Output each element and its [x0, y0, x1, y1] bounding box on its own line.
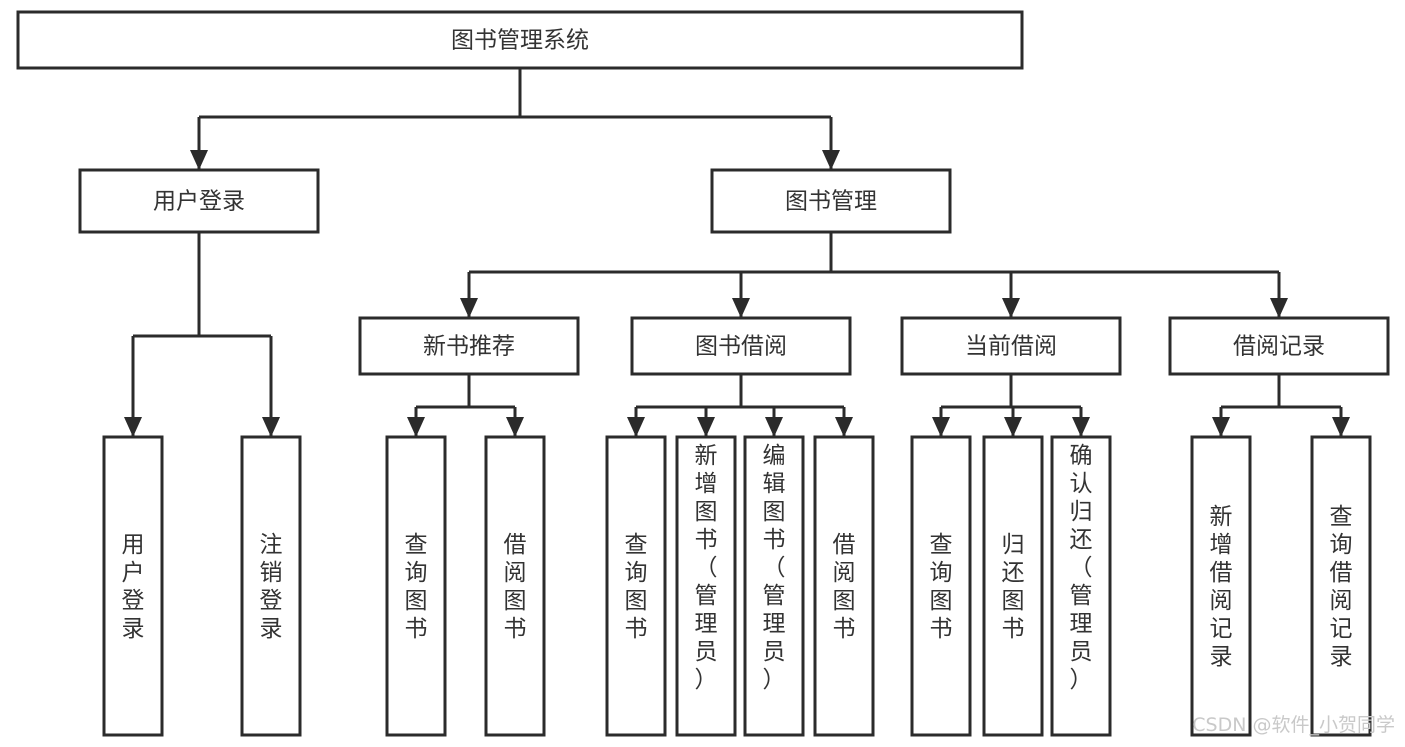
arrow-head-icon — [732, 298, 750, 318]
node-label: 查询图书 — [405, 532, 428, 642]
node-label: 图书管理系统 — [451, 28, 589, 54]
arrow-head-icon — [460, 298, 478, 318]
arrow-head-icon — [1072, 417, 1090, 437]
node-box — [1050, 435, 1112, 737]
node-layer: 图书管理系统用户登录图书管理新书推荐图书借阅当前借阅借阅记录用户登录注销登录查询… — [16, 10, 1390, 737]
node-label: 新增图书（管理员） — [695, 443, 718, 693]
node-label: 确认归还（管理员） — [1070, 443, 1093, 693]
arrow-head-icon — [506, 417, 524, 437]
connector-layer — [124, 68, 1350, 437]
node-level3-新书推荐[interactable]: 新书推荐 — [358, 316, 580, 376]
arrow-head-icon — [627, 417, 645, 437]
arrow-head-icon — [262, 417, 280, 437]
node-leaf-查询借阅记录[interactable]: 查询借阅记录 — [1310, 435, 1372, 737]
node-level3-图书借阅[interactable]: 图书借阅 — [630, 316, 852, 376]
node-box — [1190, 435, 1252, 737]
node-level2-用户登录[interactable]: 用户登录 — [78, 168, 320, 234]
node-box — [1168, 316, 1390, 376]
arrow-head-icon — [190, 150, 208, 170]
arrow-head-icon — [407, 417, 425, 437]
node-level2-图书管理[interactable]: 图书管理 — [710, 168, 952, 234]
node-label: 查询图书 — [930, 532, 953, 642]
node-label: 图书管理 — [785, 189, 877, 215]
node-box — [710, 168, 952, 234]
node-leaf-查询图书[interactable]: 查询图书 — [910, 435, 972, 737]
node-label: 查询借阅记录 — [1330, 504, 1353, 670]
node-level3-当前借阅[interactable]: 当前借阅 — [900, 316, 1122, 376]
node-box — [16, 10, 1024, 70]
node-box — [1310, 435, 1372, 737]
node-box — [240, 435, 302, 737]
csdn-watermark: CSDN @软件_小贺同学 — [1192, 714, 1395, 736]
node-box — [102, 435, 164, 737]
node-leaf-借阅图书[interactable]: 借阅图书 — [813, 435, 875, 737]
node-leaf-归还图书[interactable]: 归还图书 — [982, 435, 1044, 737]
node-box — [982, 435, 1044, 737]
node-label: 图书借阅 — [695, 334, 787, 360]
arrow-head-icon — [835, 417, 853, 437]
node-label: 用户登录 — [153, 189, 245, 215]
node-label: 新书推荐 — [423, 334, 515, 360]
node-leaf-查询图书[interactable]: 查询图书 — [385, 435, 447, 737]
node-label: 新增借阅记录 — [1210, 504, 1233, 670]
node-leaf-借阅图书[interactable]: 借阅图书 — [484, 435, 546, 737]
arrow-head-icon — [1212, 417, 1230, 437]
arrow-head-icon — [1004, 417, 1022, 437]
node-leaf-用户登录[interactable]: 用户登录 — [102, 435, 164, 737]
arrow-head-icon — [1332, 417, 1350, 437]
node-box — [358, 316, 580, 376]
node-label: 当前借阅 — [965, 334, 1057, 360]
node-label: 借阅记录 — [1233, 334, 1325, 360]
node-box — [910, 435, 972, 737]
node-leaf-注销登录[interactable]: 注销登录 — [240, 435, 302, 737]
node-box — [900, 316, 1122, 376]
node-root-图书管理系统[interactable]: 图书管理系统 — [16, 10, 1024, 70]
arrow-head-icon — [697, 417, 715, 437]
node-label: 编辑图书（管理员） — [763, 443, 786, 693]
arrow-head-icon — [124, 417, 142, 437]
node-label: 用户登录 — [122, 532, 145, 642]
node-box — [630, 316, 852, 376]
node-leaf-确认归还管理员[interactable]: 确认归还（管理员） — [1050, 435, 1112, 737]
node-box — [813, 435, 875, 737]
node-leaf-查询图书[interactable]: 查询图书 — [605, 435, 667, 737]
node-level3-借阅记录[interactable]: 借阅记录 — [1168, 316, 1390, 376]
node-box — [385, 435, 447, 737]
node-box — [743, 435, 805, 737]
node-box — [78, 168, 320, 234]
node-leaf-新增借阅记录[interactable]: 新增借阅记录 — [1190, 435, 1252, 737]
node-label: 查询图书 — [625, 532, 648, 642]
node-label: 归还图书 — [1002, 532, 1025, 642]
node-label: 注销登录 — [260, 532, 283, 642]
node-box — [675, 435, 737, 737]
arrow-head-icon — [1002, 298, 1020, 318]
node-leaf-新增图书管理员[interactable]: 新增图书（管理员） — [675, 435, 737, 737]
node-label: 借阅图书 — [833, 532, 856, 642]
node-label: 借阅图书 — [504, 532, 527, 642]
node-box — [605, 435, 667, 737]
arrow-head-icon — [932, 417, 950, 437]
node-box — [484, 435, 546, 737]
arrow-head-icon — [765, 417, 783, 437]
arrow-head-icon — [822, 150, 840, 170]
node-leaf-编辑图书管理员[interactable]: 编辑图书（管理员） — [743, 435, 805, 737]
arrow-head-icon — [1270, 298, 1288, 318]
